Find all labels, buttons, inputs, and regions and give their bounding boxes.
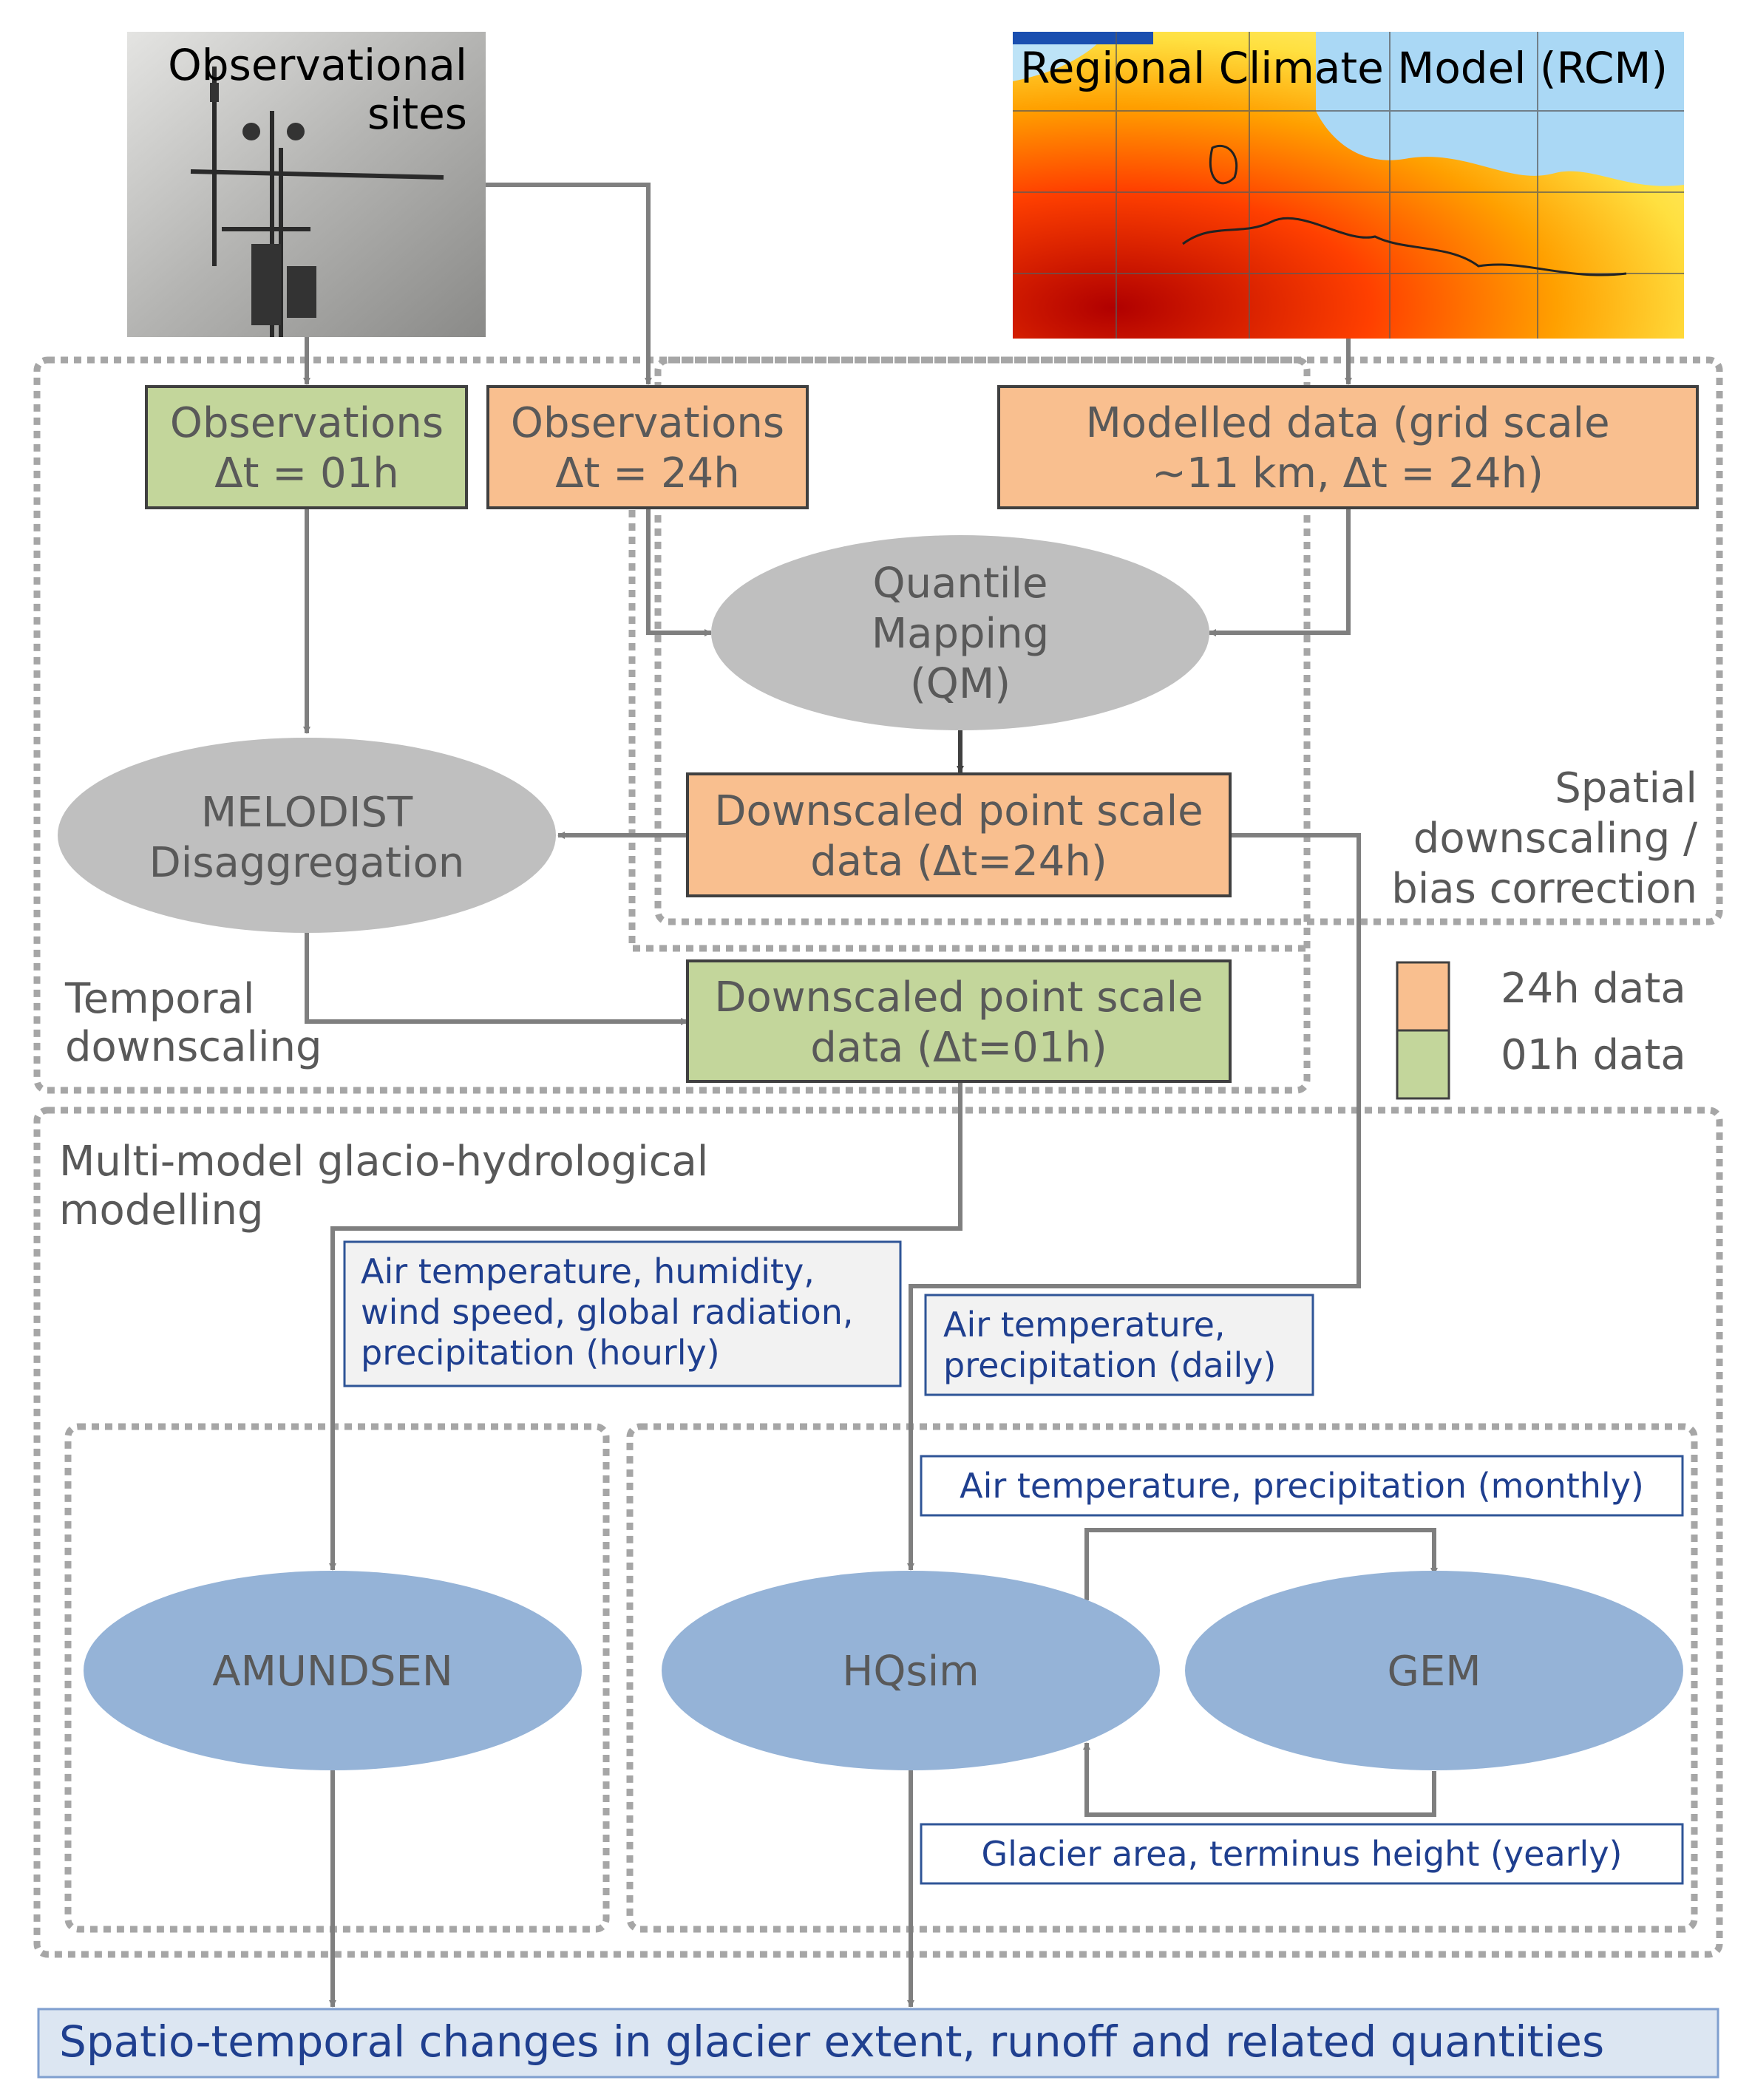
- legend-swatch-01h: [1396, 1029, 1450, 1100]
- arrow-down01-to-amundsen: [329, 1081, 962, 1571]
- hourly-vars-label: Air temperature, humidity,wind speed, gl…: [361, 1251, 854, 1373]
- legend-swatch-24h: [1396, 961, 1450, 1032]
- arrow-modelled-to-qm: [1209, 506, 1351, 636]
- amundsen-ellipse: [84, 1571, 582, 1770]
- downscaled-01h-box: [686, 959, 1232, 1083]
- spatial-downscaling-frame: [654, 356, 1723, 925]
- daily-vars-box: [924, 1294, 1314, 1396]
- variable-boxes: [343, 1240, 1684, 1885]
- hqsim-ellipse: [662, 1571, 1160, 1770]
- rcm-title: Regional Climate Model (RCM): [1020, 43, 1668, 93]
- quantile-mapping-ellipse: [711, 535, 1209, 730]
- amundsen-frame: [64, 1423, 610, 1933]
- arrow-melodist-to-down01: [305, 933, 688, 1025]
- arrow-obs24-to-qm: [646, 506, 712, 636]
- hqsim-gem-frame: [626, 1423, 1698, 1933]
- obs-24h-box: [486, 385, 809, 509]
- rcm-map: Regional Climate Model (RCM): [1013, 32, 1684, 339]
- gem-label: GEM: [1387, 1648, 1481, 1696]
- connectors: [303, 183, 1438, 2008]
- melodist-ellipse: [58, 738, 556, 933]
- legend-label-24h: 24h data: [1501, 965, 1686, 1013]
- arrow-hqsim-to-gem: [1084, 1528, 1438, 1600]
- arrow-down24-to-hqsim: [907, 833, 1361, 1571]
- temporal-downscaling-frame: [33, 356, 1311, 1094]
- region-frames: [33, 356, 1723, 1958]
- legend: 24h data 01h data: [1396, 961, 1686, 1100]
- obs-01h-box: [145, 385, 468, 509]
- process-ellipses: [58, 535, 1683, 1770]
- amundsen-label: AMUNDSEN: [212, 1648, 452, 1696]
- yearly-vars-label: Glacier area, terminus height (yearly): [981, 1834, 1622, 1874]
- yearly-vars-box: [920, 1823, 1684, 1885]
- modelled-data-box: [997, 385, 1699, 509]
- monthly-vars-label: Air temperature, precipitation (monthly): [960, 1466, 1644, 1506]
- gem-ellipse: [1185, 1571, 1683, 1770]
- multi-model-frame: [33, 1107, 1723, 1958]
- arrow-gem-to-hqsim: [1083, 1742, 1436, 1817]
- arrow-photo-to-obs24: [486, 183, 652, 385]
- downscaled-24h-box: [686, 772, 1232, 897]
- monthly-vars-box: [920, 1455, 1684, 1517]
- daily-vars-label: Air temperature,precipitation (daily): [943, 1305, 1276, 1385]
- hourly-vars-box: [343, 1240, 902, 1387]
- output-label: Spatio-temporal changes in glacier exten…: [59, 2016, 1604, 2067]
- hqsim-label: HQsim: [842, 1648, 979, 1696]
- modelled-data-label: Modelled data (grid scale~11 km, Δt = 24…: [1085, 399, 1609, 497]
- output-box: [37, 2008, 1719, 2079]
- legend-label-01h: 01h data: [1501, 1031, 1686, 1079]
- data-boxes: [145, 385, 1699, 1083]
